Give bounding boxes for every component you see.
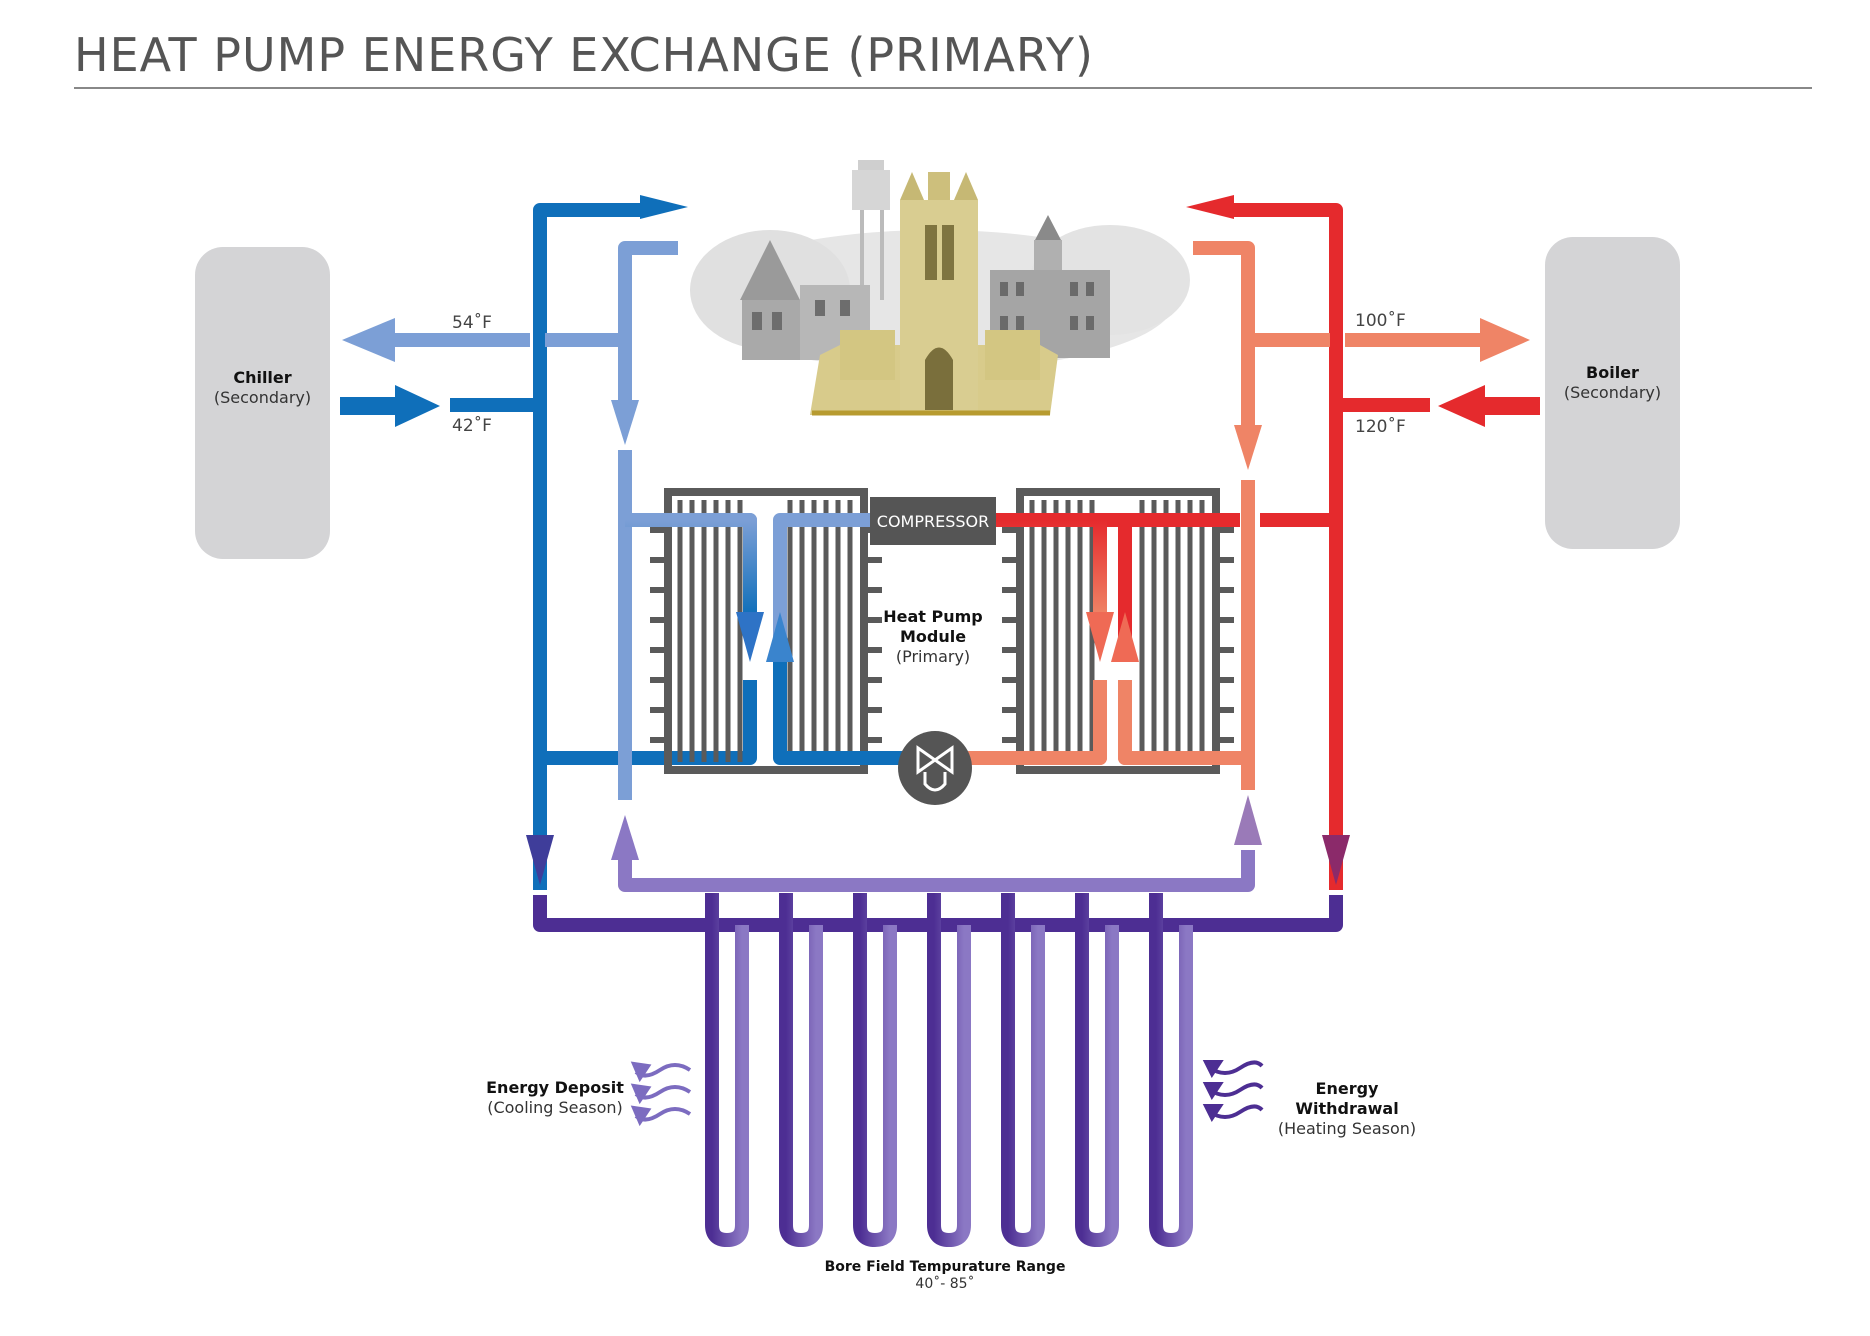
bore-field-range: 40˚- 85˚ xyxy=(915,1276,975,1292)
page-title: HEAT PUMP ENERGY EXCHANGE (PRIMARY) xyxy=(74,28,1094,82)
lavender-up-arrow-left xyxy=(611,815,639,860)
refrigerant-paths xyxy=(625,513,1248,765)
lavender-up-arrow-right xyxy=(1234,795,1262,845)
chiller-return-temp: 42˚F xyxy=(452,416,492,436)
bore-field-loops xyxy=(705,893,1193,1248)
heat-pump-line1: Heat Pump xyxy=(883,607,983,626)
energy-withdrawal-waves-icon xyxy=(1202,1060,1264,1122)
blue-down-arrow xyxy=(526,835,554,885)
boiler-return-temp: 120˚F xyxy=(1355,417,1406,437)
salmon-down-arrow xyxy=(1234,425,1262,470)
hx-up-arrow-blue xyxy=(766,612,794,662)
boiler-name: Boiler xyxy=(1586,363,1639,382)
evaporator-coil xyxy=(650,488,882,774)
energy-withdrawal-label: Energy Withdrawal (Heating Season) xyxy=(1262,1079,1432,1139)
red-top-arrow xyxy=(1186,195,1234,219)
energy-deposit-season: (Cooling Season) xyxy=(487,1098,623,1117)
boiler-return-arrow xyxy=(1438,385,1540,427)
heat-pump-role: (Primary) xyxy=(895,647,971,666)
boiler-unit xyxy=(1545,237,1680,549)
boiler-supply-temp: 100˚F xyxy=(1355,311,1406,331)
hx-up-arrow-red xyxy=(1111,612,1139,662)
compressor-box: COMPRESSOR xyxy=(870,497,996,545)
red-down-arrow xyxy=(1322,835,1350,885)
light-blue-down-arrow xyxy=(611,400,639,445)
energy-withdrawal-name: Energy Withdrawal xyxy=(1295,1079,1399,1118)
energy-withdrawal-season: (Heating Season) xyxy=(1277,1119,1417,1138)
energy-deposit-label: Energy Deposit (Cooling Season) xyxy=(470,1078,640,1118)
chiller-role: (Secondary) xyxy=(213,388,312,407)
bore-field-name: Bore Field Tempurature Range xyxy=(824,1259,1066,1275)
chiller-name: Chiller xyxy=(233,368,292,387)
chiller-supply-arrow xyxy=(342,318,395,362)
chiller-return-arrow xyxy=(340,385,440,427)
heat-pump-line2: Module xyxy=(899,627,967,646)
heat-pump-label: Heat Pump Module (Primary) xyxy=(870,607,996,667)
hx-down-arrow-red xyxy=(1086,612,1114,662)
energy-deposit-waves-icon xyxy=(630,1061,692,1127)
title-rule xyxy=(74,87,1812,89)
chiller-unit xyxy=(195,247,330,559)
boiler-role: (Secondary) xyxy=(1563,383,1662,402)
energy-deposit-name: Energy Deposit xyxy=(486,1078,624,1097)
hx-down-arrow-blue xyxy=(736,612,764,662)
boiler-supply-arrow xyxy=(1480,318,1530,362)
campus-buildings-illustration xyxy=(690,160,1190,416)
expansion-valve-icon xyxy=(898,731,972,805)
bore-field-label: Bore Field Tempurature Range 40˚- 85˚ xyxy=(785,1259,1105,1293)
blue-supply-arrow xyxy=(640,195,688,219)
chiller-label: Chiller (Secondary) xyxy=(195,368,330,408)
chiller-supply-temp: 54˚F xyxy=(452,313,492,333)
boiler-label: Boiler (Secondary) xyxy=(1545,363,1680,403)
condenser-coil xyxy=(1002,488,1234,774)
